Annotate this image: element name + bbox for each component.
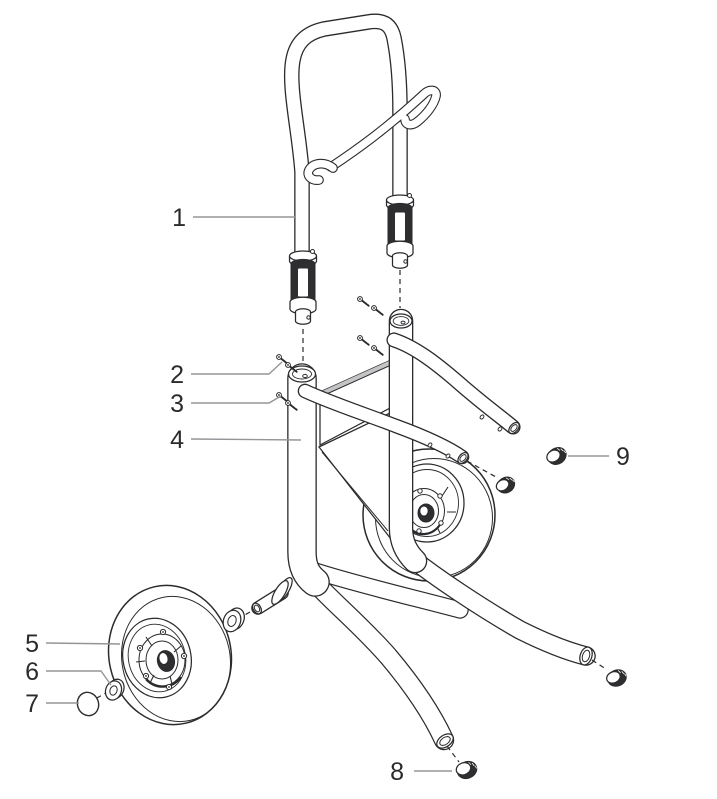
axle-stub <box>251 577 293 615</box>
mounting-screws <box>276 296 384 411</box>
leader-line-2 <box>191 361 283 375</box>
left-post <box>302 378 315 582</box>
callout-label-9: 9 <box>616 443 630 471</box>
right-leg-cap-dashed-line <box>591 659 607 670</box>
leg-cap-part-8 <box>455 760 478 780</box>
callout-label-3: 3 <box>170 390 184 418</box>
callout-label-1: 1 <box>172 204 186 232</box>
left-leg-open-end <box>436 733 454 749</box>
washer-part-6 <box>104 678 125 701</box>
left-leg-cap-dashed-line <box>446 745 460 763</box>
right-leg-open-end <box>579 646 593 666</box>
hub-cap-part-7 <box>76 691 100 717</box>
hook-cap-part-9 <box>546 447 567 465</box>
leader-line-4 <box>190 438 302 441</box>
cord-wrap-bar <box>308 90 436 180</box>
callout-label-8: 8 <box>390 758 404 786</box>
front-wheel <box>107 584 233 726</box>
leader-line-6 <box>46 670 112 686</box>
right-post-open-top <box>389 313 413 329</box>
right-handle-grip <box>385 193 415 269</box>
callout-label-7: 7 <box>25 690 39 718</box>
callout-label-2: 2 <box>170 361 184 389</box>
lower-hook-arm <box>305 391 470 465</box>
right-leg-cap <box>606 669 627 687</box>
leader-lines <box>45 216 609 772</box>
callout-label-4: 4 <box>170 426 184 454</box>
leader-line-3 <box>191 395 282 404</box>
handle-loop <box>292 21 400 258</box>
leader-line-5 <box>45 642 121 645</box>
hook-arm-cap <box>495 476 516 494</box>
left-handle-grip <box>288 249 318 325</box>
upper-hook-arm <box>394 340 521 435</box>
wheel-lug-screws <box>136 628 188 691</box>
callout-label-6: 6 <box>25 658 39 686</box>
mounting-plate <box>318 350 412 541</box>
axle-washer <box>222 607 245 633</box>
arm-cap-dashed-line <box>466 460 497 478</box>
callout-labels: 1 2 3 4 5 6 7 8 9 <box>25 204 630 786</box>
callout-label-5: 5 <box>25 630 39 658</box>
